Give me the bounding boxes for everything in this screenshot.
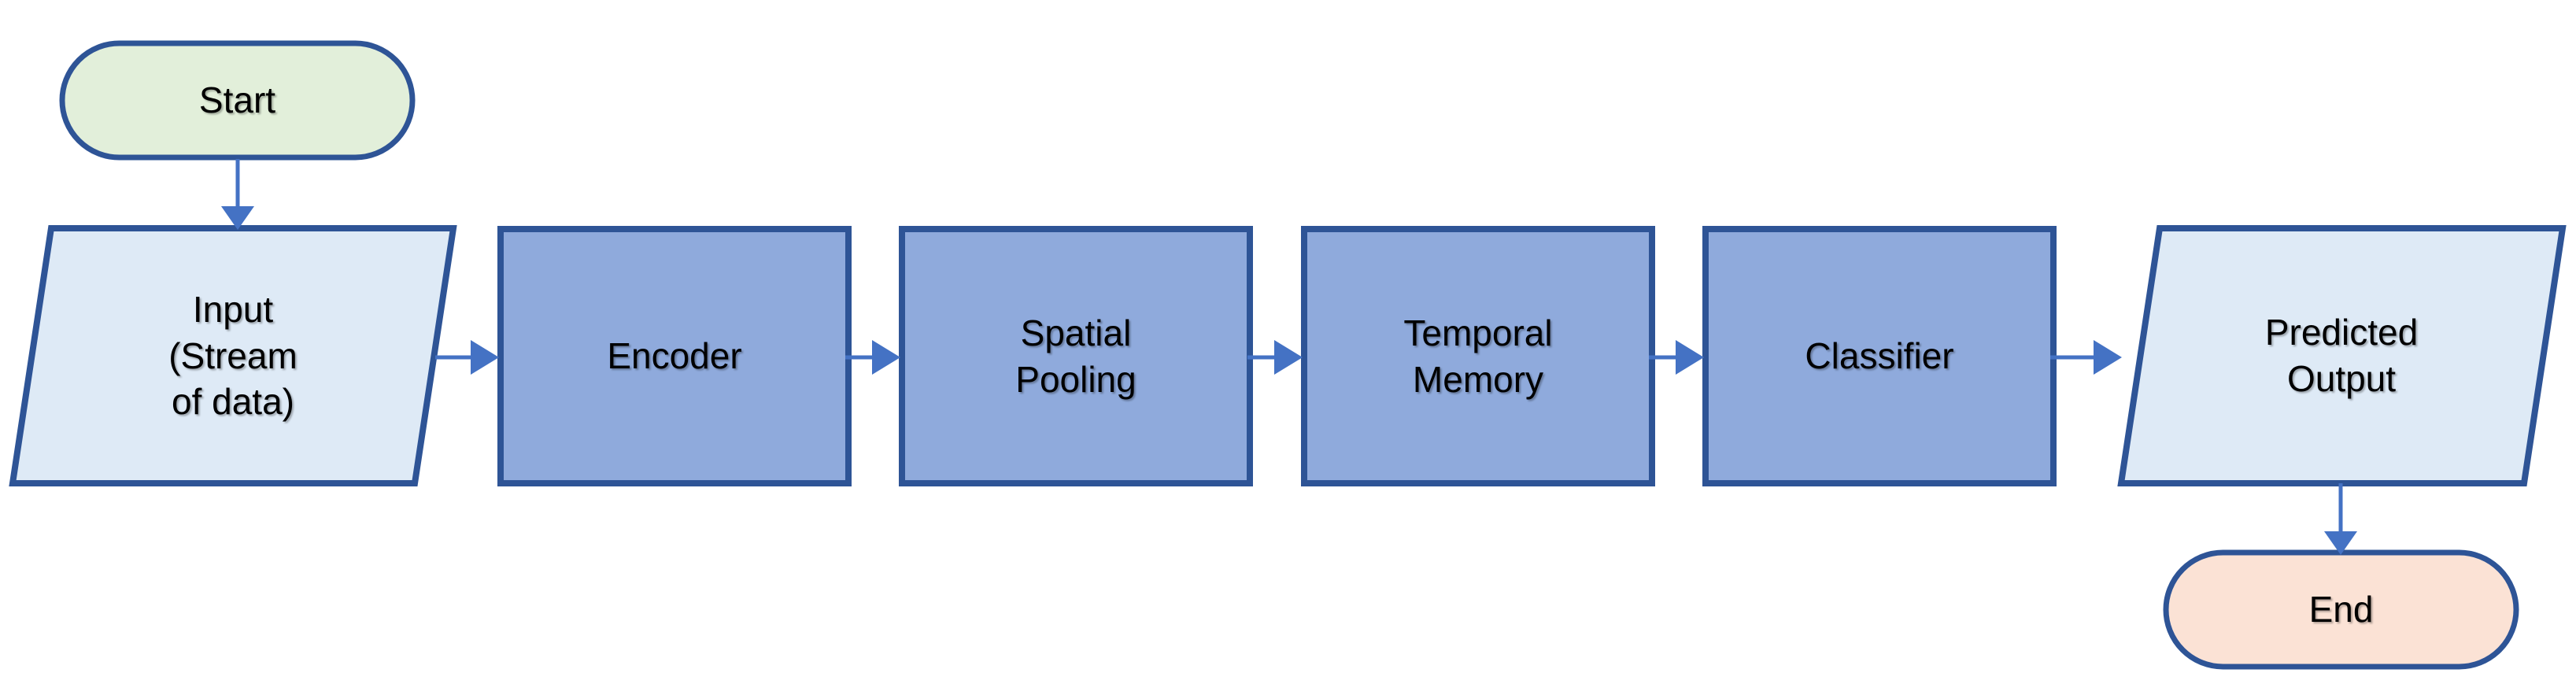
node-temporal-memory-shape[interactable] <box>1301 226 1655 486</box>
edge-classifier-to-predicted-output <box>2050 340 2122 375</box>
edge-predicted-output-to-end <box>2324 483 2357 555</box>
edge-spatial-pooling-to-temporal-memory <box>1247 340 1303 375</box>
node-encoder-shape[interactable] <box>497 226 852 486</box>
edge-temporal-memory-to-classifier <box>1649 340 1704 375</box>
node-spatial-pooling-shape[interactable] <box>899 226 1253 486</box>
node-classifier-shape[interactable] <box>1702 226 2057 486</box>
edge-input-to-encoder <box>435 340 499 375</box>
edge-start-to-input <box>221 159 254 230</box>
node-start-shape[interactable] <box>59 40 416 161</box>
node-input-shape[interactable] <box>9 225 457 486</box>
node-end-shape[interactable] <box>2163 549 2519 670</box>
edge-encoder-to-spatial-pooling <box>845 340 900 375</box>
node-predicted-output-shape[interactable] <box>2117 225 2567 486</box>
